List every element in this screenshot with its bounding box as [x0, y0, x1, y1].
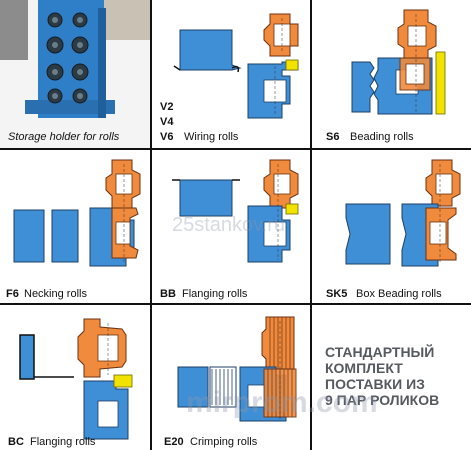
panel-crimping-rolls: E20 Crimping rolls: [152, 305, 310, 450]
flanging-bc-caption: Flanging rolls: [30, 436, 96, 448]
promo-text: СТАНДАРТНЫЙ КОМПЛЕКТ ПОСТАВКИ ИЗ 9 ПАР Р…: [325, 344, 439, 408]
storage-caption: Storage holder for rolls: [8, 131, 120, 143]
necking-rolls-diagram: [13, 159, 141, 267]
panel-necking-rolls: F6 Necking rolls: [0, 150, 150, 303]
flanging-bb-caption: Flanging rolls: [182, 288, 248, 300]
wiring-rolls-diagram: [173, 13, 299, 119]
grid-line-h2: [0, 303, 471, 305]
storage-holder-photo: [0, 0, 150, 148]
box-beading-diagram: [345, 159, 461, 267]
watermark-bottom: mirprom.com: [186, 386, 378, 419]
crimping-code: E20: [164, 436, 184, 448]
wiring-code-v2: V2: [160, 101, 174, 113]
panel-storage-holder: Storage holder for rolls: [0, 0, 150, 148]
necking-code: F6: [6, 288, 19, 300]
box-beading-code: SK5: [326, 288, 348, 300]
wiring-caption: Wiring rolls: [184, 131, 239, 143]
panel-flanging-bc: BC Flanging rolls: [0, 305, 150, 450]
panel-flanging-bb: BB Flanging rolls: [152, 150, 310, 303]
crimping-caption: Crimping rolls: [190, 436, 258, 448]
watermark-center: 25stankov.ru: [172, 214, 286, 236]
panel-beading-rolls: S6 Beading rolls: [312, 0, 471, 148]
promo-line-3: ПОСТАВКИ ИЗ: [325, 376, 425, 392]
wiring-code-v6: V6: [160, 131, 174, 143]
flanging-bb-diagram: [172, 159, 299, 263]
promo-line-4: 9 ПАР РОЛИКОВ: [325, 392, 440, 408]
beading-rolls-diagram: [351, 9, 446, 115]
box-beading-caption: Box Beading rolls: [356, 288, 442, 300]
grid-line-v2: [310, 0, 312, 450]
flanging-bb-code: BB: [160, 288, 176, 300]
panel-box-beading: SK5 Box Beading rolls: [312, 150, 471, 303]
beading-caption: Beading rolls: [350, 131, 414, 143]
panel-wiring-rolls: V2 V4 V6 Wiring rolls: [152, 0, 310, 148]
wiring-code-v4: V4: [160, 116, 174, 128]
promo-line-1: СТАНДАРТНЫЙ: [325, 344, 435, 360]
beading-code: S6: [326, 131, 340, 143]
necking-caption: Necking rolls: [24, 288, 87, 300]
flanging-bc-diagram: [19, 318, 133, 440]
crimping-rolls-diagram: [177, 316, 297, 422]
grid-line-h1: [0, 148, 471, 150]
flanging-bc-code: BC: [8, 436, 24, 448]
promo-line-2: КОМПЛЕКТ: [325, 360, 403, 376]
grid-line-v1: [150, 0, 152, 450]
